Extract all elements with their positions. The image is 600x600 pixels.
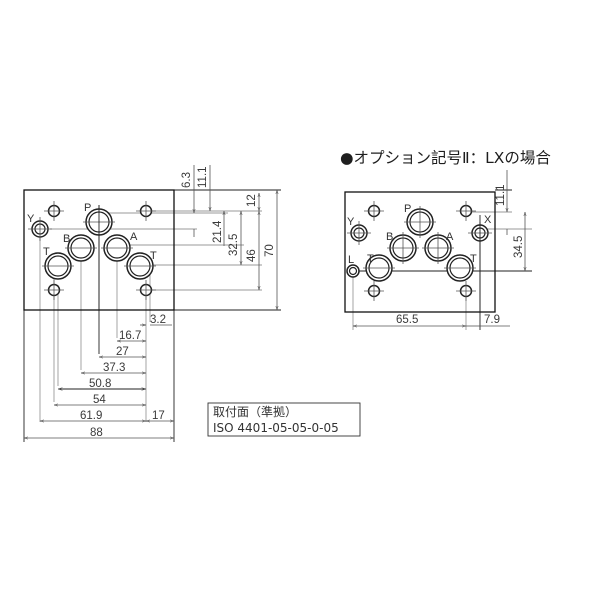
- port-label-a: A: [446, 231, 454, 243]
- dim-11-1: 11.1: [495, 184, 507, 206]
- port-label-p: P: [84, 202, 91, 214]
- dim-70: 70: [264, 244, 276, 257]
- dim-3-2: 3.2: [150, 314, 166, 326]
- right-dimensions: [353, 170, 525, 326]
- port-t-left-icon: [42, 252, 74, 280]
- left-vertical-dimensions: [194, 165, 277, 310]
- dim-7-9: 7.9: [484, 314, 500, 326]
- option-title: ●オプション記号Ⅱ：LXの場合: [340, 149, 551, 167]
- dim-17: 17: [152, 410, 165, 422]
- bolt-hole-icon: [44, 280, 64, 300]
- dim-54: 54: [93, 394, 106, 406]
- bolt-hole-icon: [44, 201, 64, 221]
- dim-37-3: 37.3: [103, 362, 125, 374]
- left-holes: [28, 201, 156, 310]
- left-view: Y P B A T T 6.3 11.1 21.4 32.5 46 12 70: [23, 165, 281, 442]
- dim-21-4: 21.4: [212, 220, 224, 243]
- note-line-2: ISO 4401-05-05-0-05: [213, 421, 339, 435]
- mounting-surface-note: 取付面（準拠） ISO 4401-05-05-0-05: [207, 402, 361, 437]
- bolt-hole-icon: [136, 280, 156, 300]
- dim-16-7: 16.7: [119, 330, 141, 342]
- port-label-y: Y: [27, 213, 35, 225]
- port-label-t-right: T: [150, 250, 157, 262]
- port-label-l: L: [348, 254, 354, 266]
- right-holes: [346, 201, 492, 312]
- dim-11-1: 11.1: [197, 166, 209, 188]
- bolt-hole-icon: [364, 281, 384, 301]
- port-y-icon: [28, 217, 52, 241]
- bolt-hole-icon: [136, 201, 156, 221]
- port-a-icon: [101, 234, 133, 262]
- note-line-1: 取付面（準拠）: [213, 404, 297, 419]
- dim-27: 27: [116, 346, 129, 358]
- dim-61-9: 61.9: [80, 410, 102, 422]
- port-label-t-right: T: [470, 253, 477, 265]
- port-t-left-icon: [363, 254, 395, 282]
- port-label-a: A: [130, 231, 138, 243]
- port-label-y: Y: [347, 216, 355, 228]
- port-label-t-left: T: [43, 246, 50, 258]
- port-t-right-icon: [124, 252, 156, 280]
- dim-32-5: 32.5: [228, 234, 240, 256]
- port-label-x: X: [484, 214, 492, 226]
- port-p-icon: [404, 206, 436, 238]
- port-b-icon: [65, 234, 97, 262]
- port-label-b: B: [386, 231, 393, 243]
- port-label-b: B: [63, 233, 70, 245]
- dim-50-8: 50.8: [89, 378, 111, 390]
- port-a-icon: [422, 232, 454, 264]
- dim-65-5: 65.5: [396, 314, 418, 326]
- port-t-right-icon: [444, 254, 476, 282]
- dim-12: 12: [246, 194, 258, 207]
- dim-88: 88: [90, 427, 103, 439]
- dim-46: 46: [246, 249, 258, 262]
- bolt-hole-icon: [456, 201, 476, 221]
- dim-6-3: 6.3: [181, 172, 193, 188]
- port-label-t-left: T: [367, 253, 374, 265]
- port-l-icon: [346, 264, 360, 278]
- port-label-p: P: [404, 203, 411, 215]
- port-y-icon: [347, 221, 371, 245]
- bolt-hole-icon: [456, 281, 476, 301]
- right-view: ●オプション記号Ⅱ：LXの場合 Y P: [340, 149, 551, 330]
- port-b-icon: [387, 232, 419, 264]
- left-horizontal-dimensions: [24, 325, 174, 438]
- bolt-hole-icon: [364, 201, 384, 221]
- dim-34-5: 34.5: [513, 236, 525, 258]
- right-manifold-body: [344, 191, 496, 313]
